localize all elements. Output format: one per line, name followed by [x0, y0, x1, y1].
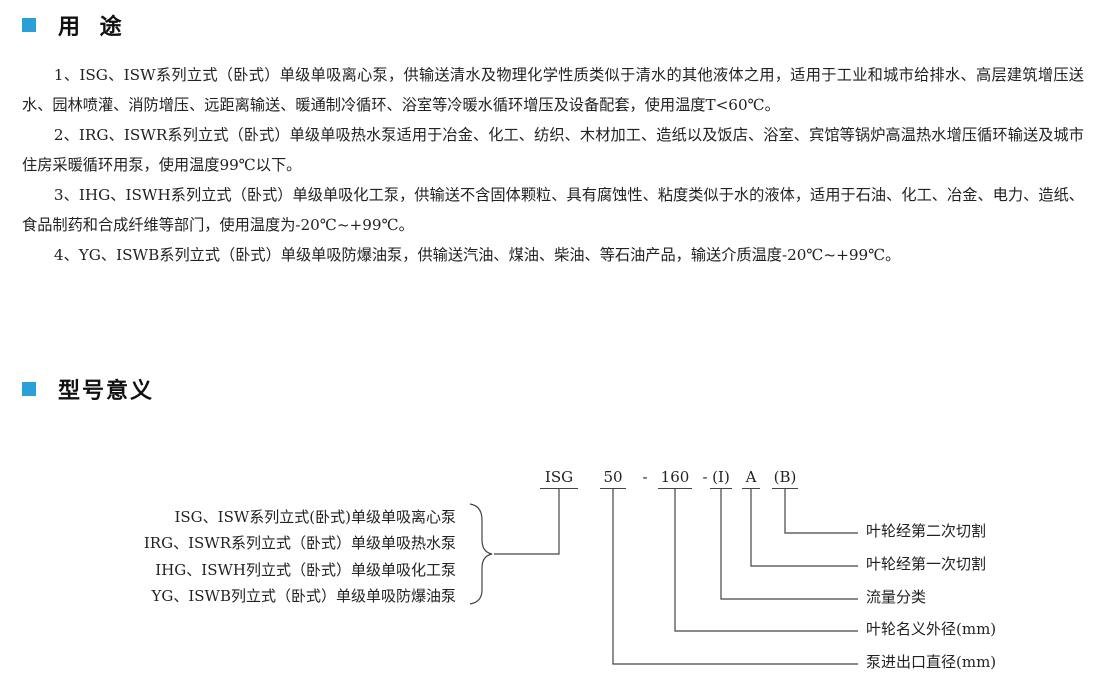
section-square-icon	[22, 382, 36, 396]
code-underline-diameter	[600, 488, 626, 489]
code-part-dash-2: -	[702, 468, 708, 486]
connector-second-cut	[784, 489, 858, 534]
connector-first-cut	[750, 489, 858, 567]
model-title: 型号意义	[58, 379, 155, 404]
code-part-cut-2: (B)	[773, 468, 797, 486]
meaning-impeller-diameter: 叶轮名义外径(mm)	[866, 620, 997, 638]
connector-port-diameter	[612, 489, 858, 665]
series-connector	[494, 489, 560, 555]
meaning-port-diameter: 泵进出口直径(mm)	[866, 653, 997, 671]
code-underline-cut-1	[742, 488, 760, 489]
meaning-second-cut: 叶轮经第二次切割	[866, 522, 987, 540]
meaning-flow-class: 流量分类	[866, 588, 927, 606]
usage-paragraph-2: 2、IRG、ISWR系列立式（卧式）单级单吸热水泵适用于冶金、化工、纺织、木材加…	[22, 126, 1084, 174]
code-underline-series	[540, 488, 578, 489]
code-underline-cut-2	[772, 488, 798, 489]
series-label-isg: ISG、ISW系列立式(卧式)单级单吸离心泵	[174, 508, 456, 526]
series-label-yg: YG、ISWB列立式（卧式）单级单吸防爆油泵	[151, 587, 456, 605]
series-brace	[469, 503, 493, 605]
usage-paragraph-1: 1、ISG、ISW系列立式（卧式）单级单吸离心泵，供输送清水及物理化学性质类似于…	[22, 66, 1084, 114]
code-underline-impeller	[658, 488, 692, 489]
code-underline-flow	[710, 488, 732, 489]
usage-section-header: 用 途	[22, 10, 128, 40]
section-square-icon	[22, 18, 36, 32]
code-part-series: ISG	[544, 468, 574, 486]
meaning-first-cut: 叶轮经第一次切割	[866, 555, 987, 573]
usage-paragraphs: 1、ISG、ISW系列立式（卧式）单级单吸离心泵，供输送清水及物理化学性质类似于…	[22, 60, 1084, 270]
usage-paragraph-4: 4、YG、ISWB系列立式（卧式）单级单吸防爆油泵，供输送汽油、煤油、柴油、等石…	[53, 246, 901, 264]
connector-flow-class	[720, 489, 858, 600]
connector-impeller-diameter	[674, 489, 858, 632]
usage-paragraph-3: 3、IHG、ISWH系列立式（卧式）单级单吸化工泵，供输送不含固体颗粒、具有腐蚀…	[22, 186, 1084, 234]
code-part-flow: (I)	[712, 468, 730, 486]
code-part-impeller: 160	[660, 468, 690, 486]
code-part-cut-1: A	[745, 468, 757, 486]
code-part-dash-1: -	[642, 468, 648, 486]
code-part-diameter: 50	[603, 468, 623, 486]
series-label-irg: IRG、ISWR系列立式（卧式）单级单吸热水泵	[143, 534, 456, 552]
usage-title: 用 途	[58, 15, 128, 40]
model-section-header: 型号意义	[22, 374, 154, 404]
series-label-ihg: IHG、ISWH列立式（卧式）单级单吸化工泵	[155, 561, 456, 579]
